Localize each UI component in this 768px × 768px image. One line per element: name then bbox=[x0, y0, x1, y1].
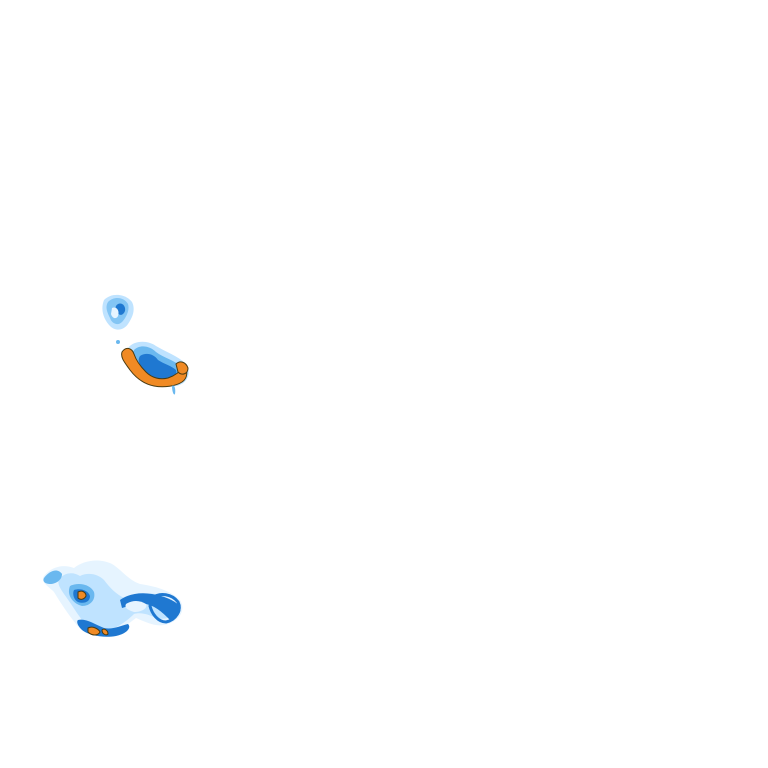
precip-cell-southwest-extreme-south-2 bbox=[101, 628, 109, 636]
precip-speck bbox=[116, 340, 120, 344]
precip-cell-southwest-extreme-core bbox=[77, 590, 87, 600]
precip-cell-southwest bbox=[42, 560, 183, 637]
precip-cell-southwest-extreme-south bbox=[87, 626, 101, 636]
precip-cell-core-extreme-spot bbox=[175, 361, 189, 375]
precip-cell-southwest-east-ring bbox=[148, 593, 181, 624]
precip-cell-upper-hole bbox=[111, 307, 119, 319]
precip-cell-southwest-heavy-arc bbox=[120, 593, 181, 620]
precip-cell-southwest-hole bbox=[125, 601, 147, 612]
precip-cell-core-tail bbox=[172, 385, 176, 395]
precip-cell-upper bbox=[102, 294, 134, 344]
precip-cell-core bbox=[121, 341, 189, 395]
precip-cell-southwest-moderate-west bbox=[43, 570, 62, 584]
